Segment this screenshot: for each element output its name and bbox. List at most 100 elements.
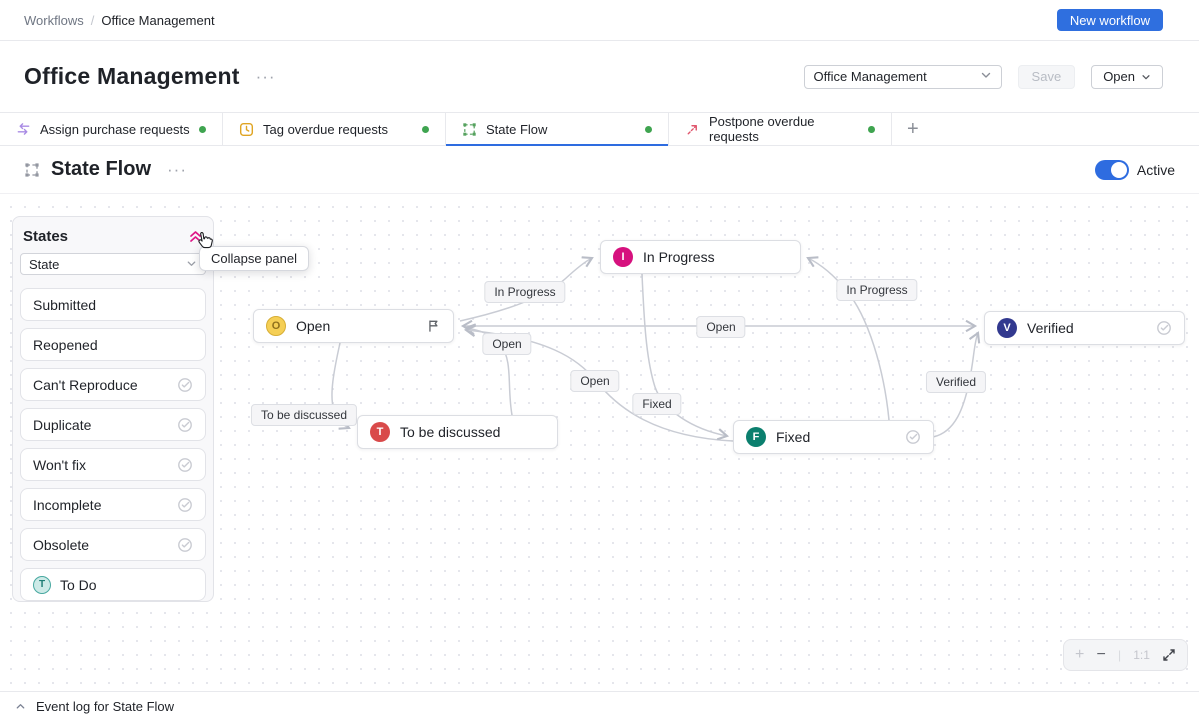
edge-label-in-progress: In Progress bbox=[484, 281, 566, 303]
states-panel-title: States bbox=[23, 227, 69, 245]
state-item-label: Won't fix bbox=[33, 456, 86, 473]
state-item-obsolete[interactable]: Obsolete bbox=[20, 528, 206, 561]
state-item-label: Submitted bbox=[33, 296, 97, 313]
node-label: Fixed bbox=[776, 429, 811, 445]
edge-label-verified: Verified bbox=[925, 371, 987, 393]
breadcrumb-current: Office Management bbox=[101, 12, 215, 28]
state-item-won-t-fix[interactable]: Won't fix bbox=[20, 448, 206, 481]
tab-state-flow[interactable]: State Flow bbox=[446, 113, 669, 146]
flag-icon bbox=[426, 318, 441, 334]
edge-label-open: Open bbox=[696, 316, 746, 338]
tab-tag-overdue-requests[interactable]: Tag overdue requests bbox=[223, 113, 446, 145]
state-item-label: Can't Reproduce bbox=[33, 376, 138, 393]
rule-header: State Flow ··· Active bbox=[0, 146, 1199, 194]
edge-label-fixed: Fixed bbox=[632, 393, 682, 415]
status-dot bbox=[868, 125, 875, 133]
rule-tabs: Assign purchase requests Tag overdue requ… bbox=[0, 112, 1199, 146]
tab-label: Assign purchase requests bbox=[40, 121, 190, 137]
chevron-down-icon bbox=[1142, 74, 1150, 79]
rule-title: State Flow bbox=[51, 158, 152, 180]
resolved-icon bbox=[177, 497, 193, 513]
resolved-icon bbox=[905, 429, 921, 445]
zoombar-divider: | bbox=[1117, 648, 1122, 662]
zoom-out-button[interactable]: − bbox=[1096, 646, 1106, 663]
collapse-panel-icon[interactable] bbox=[188, 229, 203, 244]
actual-size-button[interactable]: 1:1 bbox=[1133, 648, 1150, 662]
state-item-incomplete[interactable]: Incomplete bbox=[20, 488, 206, 521]
tab-label: Postpone overdue requests bbox=[709, 114, 815, 144]
chevron-down-icon bbox=[186, 257, 197, 272]
clock-icon bbox=[239, 122, 254, 137]
trend-arrow-icon bbox=[685, 122, 700, 137]
active-toggle[interactable] bbox=[1094, 159, 1129, 180]
node-fixed[interactable]: F Fixed bbox=[733, 420, 934, 454]
node-label: To be discussed bbox=[400, 424, 501, 440]
workflow-select-value: Office Management bbox=[813, 69, 927, 84]
node-to-be-discussed[interactable]: T To be discussed bbox=[357, 415, 558, 449]
title-row: Office Management ··· Office Management … bbox=[0, 41, 1199, 112]
breadcrumb-workflows[interactable]: Workflows bbox=[24, 12, 84, 28]
resolved-icon bbox=[177, 537, 193, 553]
save-button[interactable]: Save bbox=[1017, 64, 1076, 89]
resolved-icon bbox=[177, 377, 193, 393]
hand-cursor bbox=[198, 231, 213, 249]
add-rule-button[interactable]: + bbox=[907, 117, 919, 140]
stateflow-icon bbox=[462, 122, 477, 137]
node-badge: T bbox=[370, 422, 390, 442]
node-label: Open bbox=[296, 318, 331, 334]
state-item-label: Obsolete bbox=[33, 536, 90, 553]
status-dot bbox=[199, 125, 206, 133]
event-log-bar[interactable]: Event log for State Flow bbox=[0, 691, 1199, 720]
event-log-label: Event log for State Flow bbox=[36, 698, 175, 714]
resolved-icon bbox=[177, 417, 193, 433]
node-badge: V bbox=[997, 318, 1017, 338]
swap-icon bbox=[16, 122, 31, 136]
active-toggle-label: Active bbox=[1136, 161, 1175, 178]
zoom-in-button[interactable]: + bbox=[1075, 646, 1085, 663]
rule-more-options-icon[interactable]: ··· bbox=[167, 160, 187, 179]
node-label: In Progress bbox=[643, 249, 715, 265]
tab-postpone-overdue-requests[interactable]: Postpone overdue requests bbox=[669, 113, 892, 145]
tab-assign-purchase-requests[interactable]: Assign purchase requests bbox=[0, 113, 223, 145]
edge-label-in-progress: In Progress bbox=[836, 279, 918, 301]
resolved-icon bbox=[1156, 320, 1172, 336]
resolved-icon bbox=[177, 457, 193, 473]
fit-to-screen-icon[interactable] bbox=[1162, 648, 1176, 662]
node-in-progress[interactable]: I In Progress bbox=[600, 240, 801, 274]
state-item-duplicate[interactable]: Duplicate bbox=[20, 408, 206, 441]
workflow-select[interactable]: Office Management bbox=[803, 64, 1002, 89]
stateflow-icon bbox=[25, 162, 39, 177]
breadcrumb-separator: / bbox=[90, 12, 95, 28]
node-badge: F bbox=[746, 427, 766, 447]
state-badge: T bbox=[33, 575, 51, 594]
node-verified[interactable]: V Verified bbox=[984, 311, 1185, 345]
collapse-panel-tooltip: Collapse panel bbox=[199, 246, 310, 271]
node-label: Verified bbox=[1027, 320, 1074, 336]
zoom-controls: + − | 1:1 bbox=[1063, 639, 1188, 671]
node-open[interactable]: O Open bbox=[253, 309, 454, 343]
chevron-up-icon bbox=[16, 703, 25, 709]
state-item-label: Duplicate bbox=[33, 416, 92, 433]
tab-label: State Flow bbox=[486, 121, 548, 137]
state-item-label: Reopened bbox=[33, 336, 98, 353]
chevron-down-icon bbox=[980, 69, 992, 84]
new-workflow-button[interactable]: New workflow bbox=[1056, 9, 1163, 31]
open-button[interactable]: Open bbox=[1091, 64, 1163, 89]
tab-label: Tag overdue requests bbox=[263, 121, 389, 137]
state-item-label: Incomplete bbox=[33, 496, 102, 513]
state-item-can-t-reproduce[interactable]: Can't Reproduce bbox=[20, 368, 206, 401]
state-item-reopened[interactable]: Reopened bbox=[20, 328, 206, 361]
node-badge: O bbox=[266, 316, 286, 336]
state-item-submitted[interactable]: Submitted bbox=[20, 288, 206, 321]
state-type-select[interactable]: State bbox=[20, 253, 206, 275]
more-options-icon[interactable]: ··· bbox=[255, 67, 276, 86]
node-badge: I bbox=[613, 247, 633, 267]
state-type-select-value: State bbox=[29, 256, 60, 272]
status-dot bbox=[645, 125, 652, 133]
edge-label-open: Open bbox=[482, 333, 532, 355]
edge-label-to-be-discussed: To be discussed bbox=[250, 404, 358, 426]
status-dot bbox=[422, 125, 429, 133]
